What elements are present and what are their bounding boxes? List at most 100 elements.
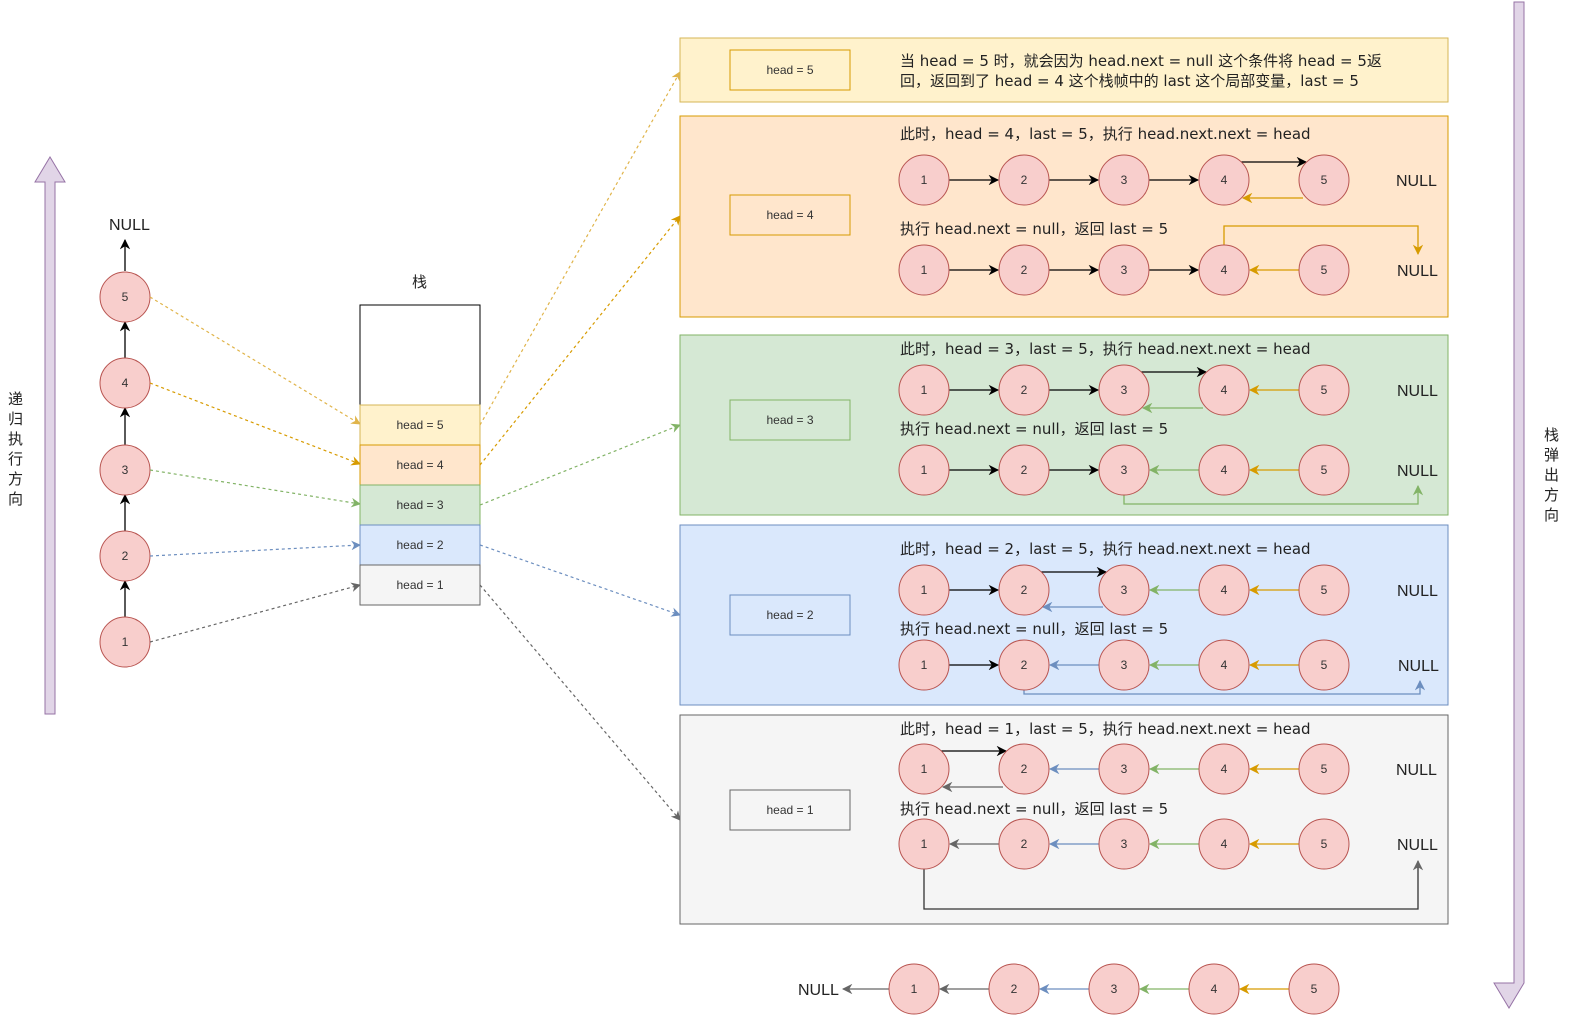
list-node: 3 <box>1098 564 1150 616</box>
svg-text:NULL: NULL <box>1397 837 1438 854</box>
svg-text:3: 3 <box>1121 762 1128 776</box>
svg-text:4: 4 <box>1221 583 1228 597</box>
list-node: 5 <box>1298 743 1350 795</box>
list-node: 2 <box>998 244 1050 296</box>
list-node: 3 <box>1098 154 1150 206</box>
svg-text:head = 2: head = 2 <box>396 538 443 552</box>
svg-text:head = 4: head = 4 <box>396 458 443 472</box>
stack-frame: head = 4 <box>359 444 481 486</box>
svg-text:2: 2 <box>122 549 129 563</box>
svg-text:4: 4 <box>1221 658 1228 672</box>
svg-text:head = 1: head = 1 <box>766 803 813 817</box>
list-node: 4 <box>1198 564 1250 616</box>
chain-null-label: NULL <box>109 217 150 234</box>
list-node: 5 <box>1298 364 1350 416</box>
list-node: 5 <box>1298 154 1350 206</box>
svg-text:1: 1 <box>921 762 928 776</box>
svg-text:3: 3 <box>1121 383 1128 397</box>
list-node: 3 <box>1098 639 1150 691</box>
stack-frame: head = 1 <box>359 564 481 606</box>
svg-text:NULL: NULL <box>1397 263 1438 280</box>
svg-text:3: 3 <box>1121 658 1128 672</box>
svg-text:head = 3: head = 3 <box>766 413 813 427</box>
list-node: 1 <box>898 743 950 795</box>
svg-text:5: 5 <box>1321 463 1328 477</box>
svg-text:此时，head = 3，last = 5，执行 head.n: 此时，head = 3，last = 5，执行 head.next.next =… <box>900 340 1311 358</box>
list-node: 2 <box>998 364 1050 416</box>
list-node: 4 <box>1198 244 1250 296</box>
svg-text:1: 1 <box>921 383 928 397</box>
final-node: 2 <box>988 963 1040 1015</box>
final-null-label: NULL <box>798 982 839 999</box>
panel-head-5: head = 5 当 head = 5 时，就会因为 head.next = n… <box>679 37 1449 103</box>
svg-text:NULL: NULL <box>1396 762 1437 779</box>
svg-text:2: 2 <box>1021 583 1028 597</box>
svg-text:出: 出 <box>1544 466 1559 484</box>
list-node: 4 <box>1198 154 1250 206</box>
svg-text:1: 1 <box>921 463 928 477</box>
stack-frame: head = 3 <box>359 484 481 526</box>
chain-node: 5 <box>99 271 151 323</box>
svg-text:栈: 栈 <box>1544 426 1559 444</box>
final-node: 5 <box>1288 963 1340 1015</box>
list-node: 4 <box>1198 639 1250 691</box>
svg-text:1: 1 <box>921 263 928 277</box>
svg-text:NULL: NULL <box>1397 463 1438 480</box>
svg-text:5: 5 <box>122 290 129 304</box>
chain-node: 1 <box>99 616 151 668</box>
svg-text:行: 行 <box>8 450 23 468</box>
stack-pop-direction-arrow <box>1493 1 1525 1009</box>
svg-text:方: 方 <box>8 470 23 488</box>
svg-text:NULL: NULL <box>1397 383 1438 400</box>
svg-text:1: 1 <box>921 837 928 851</box>
list-node: 1 <box>898 818 950 870</box>
svg-text:4: 4 <box>1221 837 1228 851</box>
final-node: 4 <box>1188 963 1240 1015</box>
svg-text:递: 递 <box>8 390 23 408</box>
svg-text:5: 5 <box>1321 173 1328 187</box>
list-node: 1 <box>898 564 950 616</box>
svg-text:弹: 弹 <box>1544 446 1559 464</box>
stack-title: 栈 <box>412 273 427 291</box>
list-node: 5 <box>1298 244 1350 296</box>
svg-text:1: 1 <box>921 173 928 187</box>
svg-text:向: 向 <box>8 490 23 508</box>
svg-text:head = 3: head = 3 <box>396 498 443 512</box>
list-node: 3 <box>1098 818 1150 870</box>
svg-text:2: 2 <box>1021 837 1028 851</box>
svg-text:NULL: NULL <box>1396 173 1437 190</box>
list-node: 1 <box>898 244 950 296</box>
list-node: 3 <box>1098 743 1150 795</box>
list-node: 1 <box>898 444 950 496</box>
svg-text:执行 head.next = null，返回 last =: 执行 head.next = null，返回 last = 5 <box>900 420 1168 438</box>
svg-text:此时，head = 1，last = 5，执行 head.n: 此时，head = 1，last = 5，执行 head.next.next =… <box>900 720 1311 738</box>
list-node: 4 <box>1198 444 1250 496</box>
stack-frame: head = 5 <box>359 404 481 446</box>
final-reversed-list: NULL 1 2 3 4 5 <box>798 963 1340 1015</box>
svg-text:5: 5 <box>1321 762 1328 776</box>
svg-text:当 head = 5 时，就会因为 head.next =: 当 head = 5 时，就会因为 head.next = null 这个条件将… <box>900 52 1382 70</box>
chain-to-stack-arrows <box>149 296 361 643</box>
list-node: 5 <box>1298 639 1350 691</box>
svg-text:head = 5: head = 5 <box>766 63 813 77</box>
svg-text:方: 方 <box>1544 486 1559 504</box>
svg-text:3: 3 <box>1121 583 1128 597</box>
list-node: 4 <box>1198 364 1250 416</box>
recursion-direction-label: 递 归 执 行 方 向 <box>8 390 23 508</box>
svg-text:2: 2 <box>1021 263 1028 277</box>
svg-text:执行 head.next = null，返回 last =: 执行 head.next = null，返回 last = 5 <box>900 220 1168 238</box>
stack-pop-direction-label: 栈 弹 出 方 向 <box>1544 426 1559 524</box>
svg-text:2: 2 <box>1011 982 1018 996</box>
panel-head-1: head = 1 此时，head = 1，last = 5，执行 head.ne… <box>679 714 1449 925</box>
chain-node: 4 <box>99 357 151 409</box>
list-node: 2 <box>998 154 1050 206</box>
final-node: 3 <box>1088 963 1140 1015</box>
stack: 栈 head = 5 head = 4 head = 3 head = 2 he… <box>359 273 481 606</box>
list-node: 2 <box>998 444 1050 496</box>
list-node: 5 <box>1298 564 1350 616</box>
list-node: 5 <box>1298 444 1350 496</box>
stack-to-panel-arrows <box>479 71 681 821</box>
svg-text:4: 4 <box>1211 982 1218 996</box>
stack-frame: head = 2 <box>359 524 481 566</box>
